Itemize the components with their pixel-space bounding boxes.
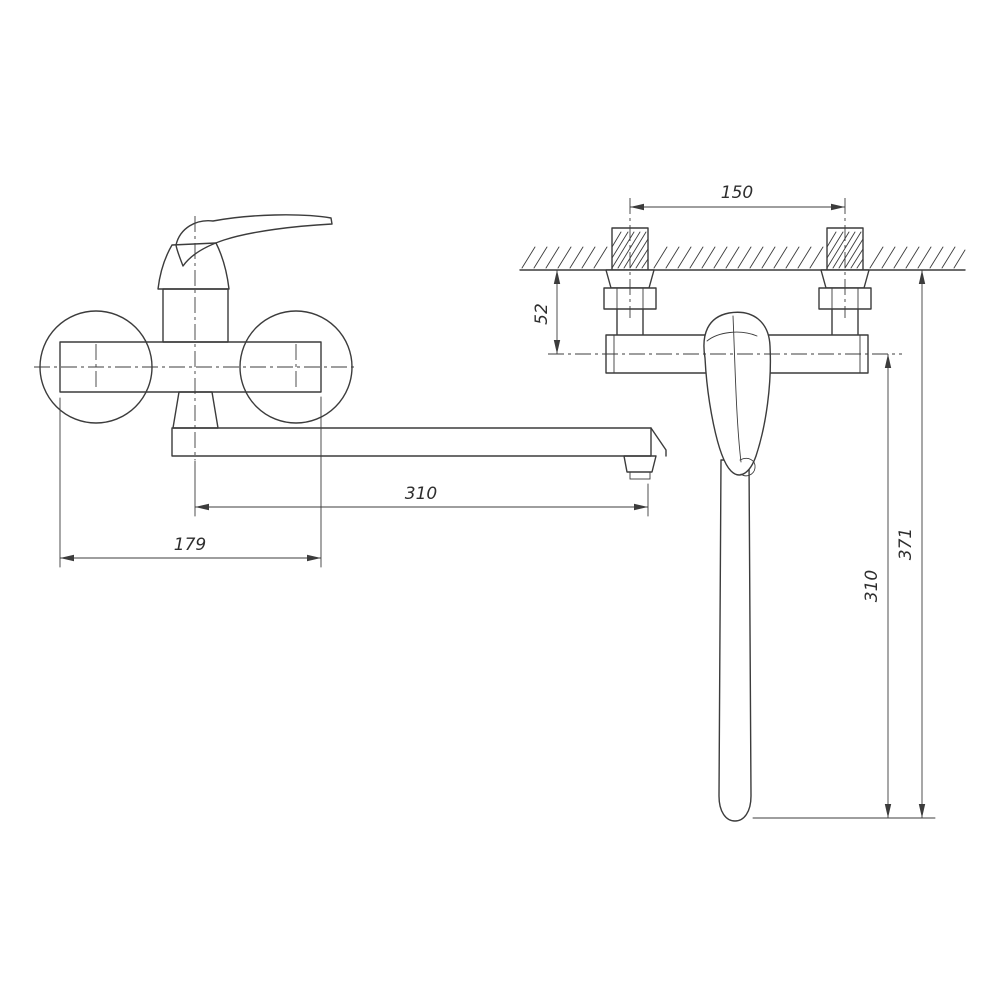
dim-side-spout-drop: 310	[862, 570, 882, 602]
arrowhead	[634, 503, 648, 511]
lever-cap-line	[706, 331, 758, 342]
lever-handle	[175, 214, 333, 267]
left-nut-facets	[616, 287, 644, 310]
side-view	[519, 198, 966, 822]
spout-tube	[171, 427, 652, 457]
lever-tab	[739, 457, 756, 477]
arrowhead	[553, 340, 561, 354]
spout-end-cut	[650, 427, 667, 457]
dim-side-overall-height: 371	[896, 528, 916, 560]
arrowhead	[918, 270, 926, 284]
lever-edge-line	[732, 315, 742, 463]
arrowhead	[831, 203, 845, 211]
dim-side-mount-spacing: 150	[721, 183, 753, 203]
arrowhead	[60, 554, 74, 562]
aerator	[629, 471, 651, 480]
arrowhead	[884, 354, 892, 368]
arrowhead	[884, 804, 892, 818]
front-centerlines	[34, 216, 356, 460]
right-nut-facets	[831, 287, 859, 310]
arrowhead	[553, 270, 561, 284]
front-dimensions: 310 179	[59, 396, 649, 568]
pipe-thread-hatching	[611, 231, 864, 269]
arrowhead	[918, 804, 926, 818]
nut-to-body-connectors	[616, 308, 859, 336]
handle-neck	[157, 242, 230, 290]
body-column	[162, 288, 229, 343]
wall-hatching	[521, 246, 966, 269]
arrowhead	[195, 503, 209, 511]
dim-front-mount-width: 179	[174, 535, 206, 555]
dim-side-wall-to-axis: 52	[532, 303, 552, 325]
side-centerlines	[548, 198, 902, 355]
spout-nozzle	[623, 455, 657, 473]
front-extension-lines	[59, 396, 649, 568]
side-faucet-body	[703, 311, 772, 476]
side-spout-tube	[718, 459, 752, 822]
front-view	[34, 214, 667, 480]
arrowhead	[307, 554, 321, 562]
spout-connector	[172, 391, 219, 429]
side-dimensions: 150 52 310 371	[532, 183, 936, 819]
dim-front-spout-length: 310	[405, 484, 437, 504]
arrowhead	[630, 203, 644, 211]
